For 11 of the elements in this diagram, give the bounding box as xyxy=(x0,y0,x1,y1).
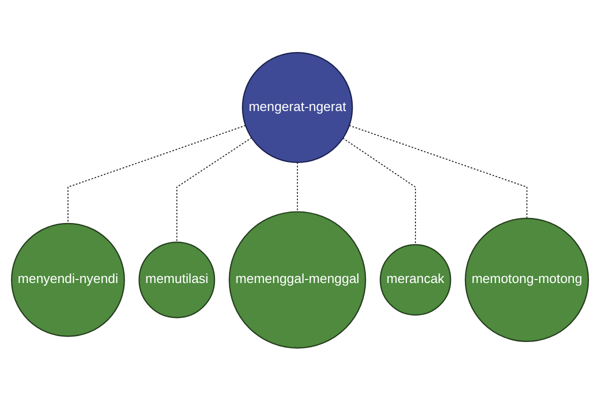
connector xyxy=(342,137,416,245)
node-circle: memutilasi xyxy=(138,241,216,318)
connector xyxy=(68,124,246,224)
connector xyxy=(176,136,252,242)
node-circle: memotong-motong xyxy=(464,218,589,342)
connector xyxy=(296,162,298,212)
node-circle: mengerat-ngerat xyxy=(242,52,353,163)
node-circle: menyendi-nyendi xyxy=(11,222,125,337)
node-circle: memenggal-menggal xyxy=(228,210,366,348)
node-circle: merancak xyxy=(380,244,452,316)
connector xyxy=(348,124,528,219)
